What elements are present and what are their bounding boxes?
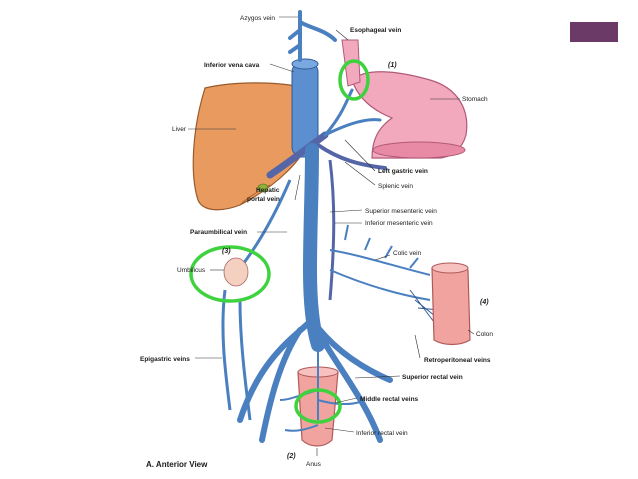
label-esophageal-vein: Esophageal vein xyxy=(350,27,401,34)
label-inferior-rectal-vein: Inferior rectal vein xyxy=(356,430,408,437)
label-splenic-vein: Splenic vein xyxy=(378,183,413,190)
umbilicus-shape xyxy=(223,257,249,287)
label-colon: Colon xyxy=(476,331,493,338)
label-liver: Liver xyxy=(172,126,187,133)
label-superior-mesenteric-vein: Superior mesenteric vein xyxy=(365,208,437,215)
label-num-3: (3) xyxy=(222,248,231,255)
label-umbilicus: Umbilicus xyxy=(177,267,206,274)
label-stomach: Stomach xyxy=(462,96,488,103)
label-num-1: (1) xyxy=(388,62,397,69)
colon xyxy=(431,265,471,346)
rectal-veins xyxy=(279,345,361,432)
gallbladder xyxy=(257,183,269,193)
leader-lines xyxy=(188,16,475,456)
caption-anterior-view: A. Anterior View xyxy=(146,460,208,469)
label-paraumbilical-vein: Paraumbilical vein xyxy=(190,229,247,236)
iliac-veins xyxy=(237,317,393,443)
highlight-circle-esophageal xyxy=(338,59,370,101)
hepatic-portal-vein xyxy=(266,131,329,179)
superior-mesenteric-vein-trunk xyxy=(302,143,325,352)
splenic-vein xyxy=(316,143,387,170)
colic-veins xyxy=(329,224,431,301)
inferior-mesenteric-vein xyxy=(328,159,336,301)
stomach-opening xyxy=(372,141,466,159)
epigastric-veins xyxy=(221,289,252,421)
label-left-gastric-vein: Left gastric vein xyxy=(378,168,428,175)
label-azygos-vein: Azygos vein xyxy=(240,15,275,22)
label-middle-rectal-veins: Middle rectal veins xyxy=(360,396,419,403)
label-num-4: (4) xyxy=(480,299,489,306)
highlight-circle-rectal xyxy=(294,388,342,424)
label-hepatic-portal-vein-line1: Hepatic xyxy=(256,187,280,194)
label-superior-rectal-vein: Superior rectal vein xyxy=(402,374,463,381)
highlight-circle-umbilicus xyxy=(189,245,271,303)
colon-opening xyxy=(431,262,469,274)
left-gastric-vein xyxy=(323,88,382,137)
label-inferior-mesenteric-vein: Inferior mesenteric vein xyxy=(365,220,433,227)
label-epigastric-veins: Epigastric veins xyxy=(140,356,190,363)
label-hepatic-portal-vein-line2: portal vein xyxy=(247,196,280,203)
azygos-vein xyxy=(288,10,337,62)
label-anus: Anus xyxy=(306,461,322,468)
paraumbilical-vein xyxy=(238,179,292,269)
slide-corner-accent xyxy=(570,22,618,42)
label-num-2: (2) xyxy=(287,453,296,460)
label-retroperitoneal-veins: Retroperitoneal veins xyxy=(424,357,491,364)
label-inferior-vena-cava: Inferior vena cava xyxy=(204,62,260,69)
label-colic-vein: Colic vein xyxy=(393,250,422,257)
